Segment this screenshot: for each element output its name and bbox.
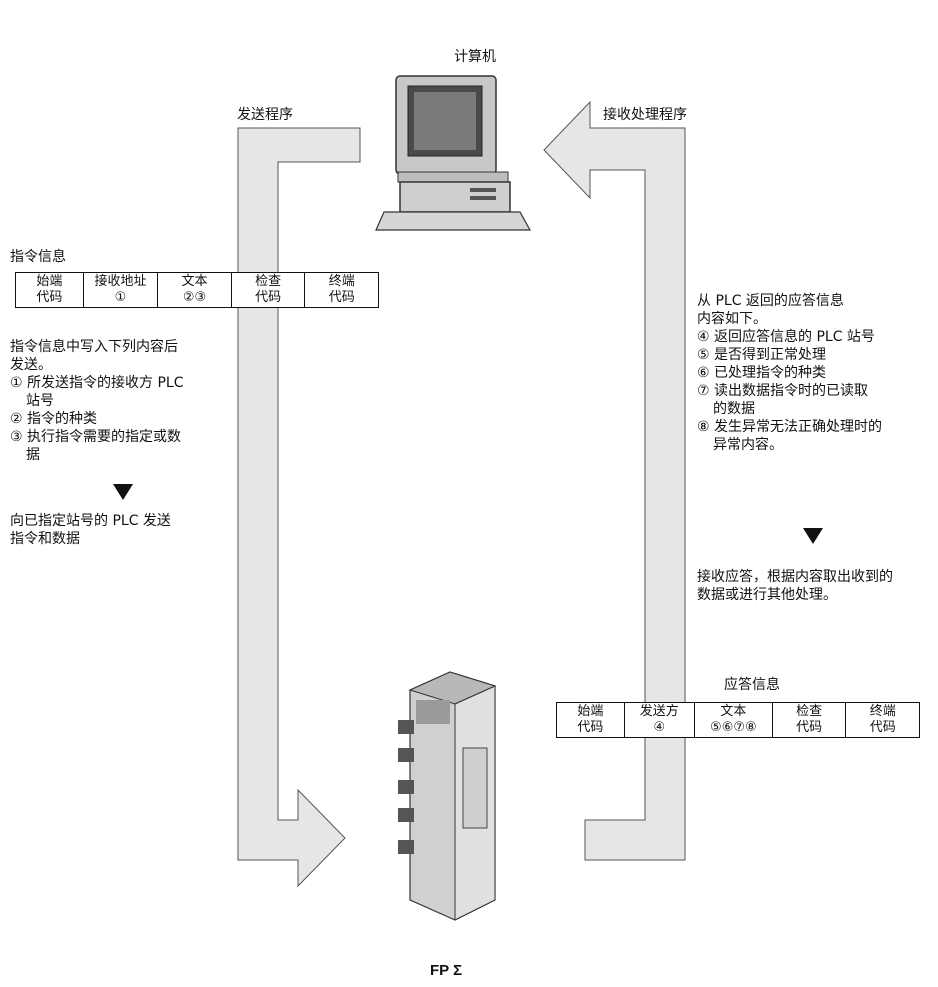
command-description: 指令信息中写入下列内容后 发送。 ① 所发送指令的接收方 PLC 站号 ② 指令… [10,339,184,463]
response-title: 应答信息 [724,677,780,693]
response-cell: 检查代码 [771,702,847,738]
computer-label: 计算机 [454,49,496,65]
command-title: 指令信息 [10,249,66,265]
command-cell: 检查代码 [230,272,306,308]
receive-program-label: 接收处理程序 [603,107,687,123]
receive-note: 接收应答，根据内容取出收到的 数据或进行其他处理。 [697,569,893,603]
command-cell: 终端代码 [304,272,379,308]
plc-device-icon [398,671,497,921]
send-note: 向已指定站号的 PLC 发送 指令和数据 [10,513,171,547]
receive-arrow [543,100,686,861]
plc-label: FP Σ [430,962,463,979]
send-program-label: 发送程序 [237,107,293,123]
computer-icon [375,75,532,231]
command-cell: 始端代码 [15,272,84,308]
down-triangle-icon [803,528,823,544]
response-description: 从 PLC 返回的应答信息 内容如下。 ④ 返回应答信息的 PLC 站号 ⑤ 是… [697,293,883,453]
response-cell: 终端代码 [845,702,920,738]
send-arrow [237,127,361,888]
down-triangle-icon [113,484,133,500]
response-cell: 始端代码 [556,702,625,738]
